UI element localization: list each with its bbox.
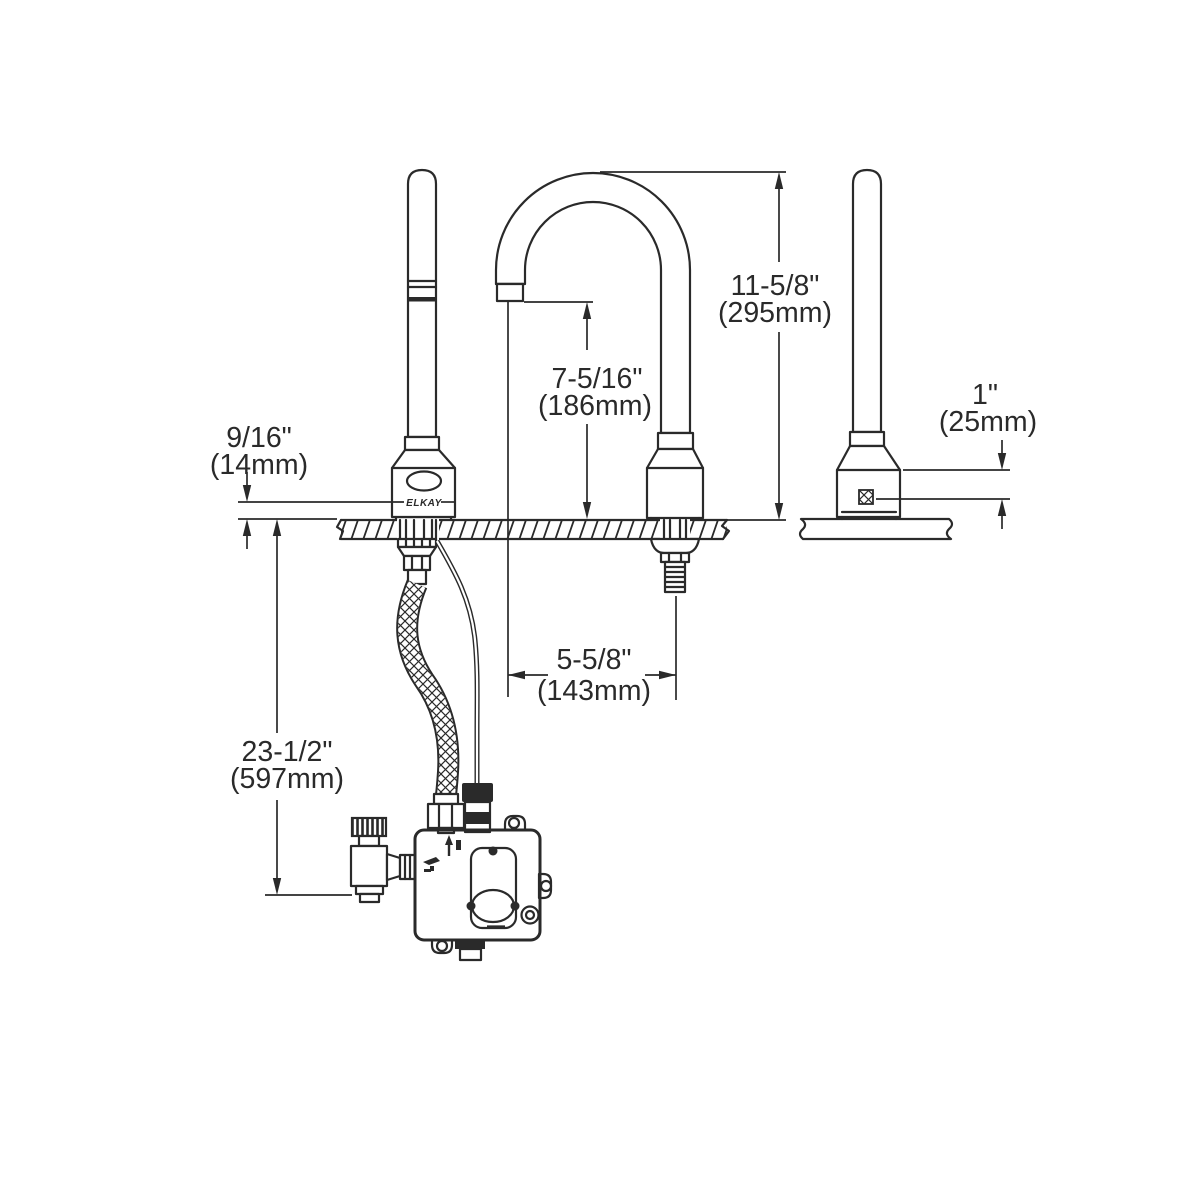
spout-underdeck-shank: [649, 537, 701, 594]
dim-spout-height-in: 11-5/8": [731, 270, 820, 302]
dimension-outlet-height: 7-5/16" (186mm): [524, 301, 652, 519]
counter-left: [335, 518, 786, 541]
dim-spout-height-mm: (295mm): [718, 297, 832, 329]
dim-trim-to-deck-in: 9/16": [226, 422, 292, 454]
dim-sensor-to-deck-in: 1": [972, 379, 998, 411]
dimension-spout-height: 11-5/8" (295mm): [600, 171, 832, 520]
water-in-icon: [445, 835, 461, 856]
brand-logo: ELKAY: [406, 498, 442, 509]
control-box: [413, 814, 553, 962]
dimension-deck-to-valve: 23-1/2" (597mm): [230, 519, 352, 896]
faucet-out-icon: [423, 857, 440, 872]
sensor-tower-front: ELKAY: [390, 168, 457, 542]
faucet-underdeck-hardware: [396, 537, 438, 586]
dimension-sensor-to-deck: 1" (25mm): [876, 379, 1037, 529]
dim-reach-in: 5-5/8": [556, 644, 631, 676]
dim-reach-mm: (143mm): [537, 675, 651, 707]
gooseneck-spout: [494, 171, 705, 540]
dim-outlet-height-in: 7-5/16": [552, 363, 643, 395]
dim-outlet-height-mm: (186mm): [538, 390, 652, 422]
dim-sensor-to-deck-mm: (25mm): [939, 406, 1037, 438]
dimension-trim-to-deck: 9/16" (14mm): [210, 422, 404, 549]
dim-deck-to-valve-mm: (597mm): [230, 763, 344, 795]
counter-right: [798, 517, 954, 541]
sensor-tower-side: [835, 168, 902, 521]
supply-hose: [396, 579, 466, 835]
shutoff-valve: [349, 816, 417, 904]
dim-trim-to-deck-mm: (14mm): [210, 449, 308, 481]
dim-deck-to-valve-in: 23-1/2": [242, 736, 333, 768]
dimension-reach: 5-5/8" (143mm): [507, 302, 677, 707]
sensor-cable: [434, 539, 493, 834]
